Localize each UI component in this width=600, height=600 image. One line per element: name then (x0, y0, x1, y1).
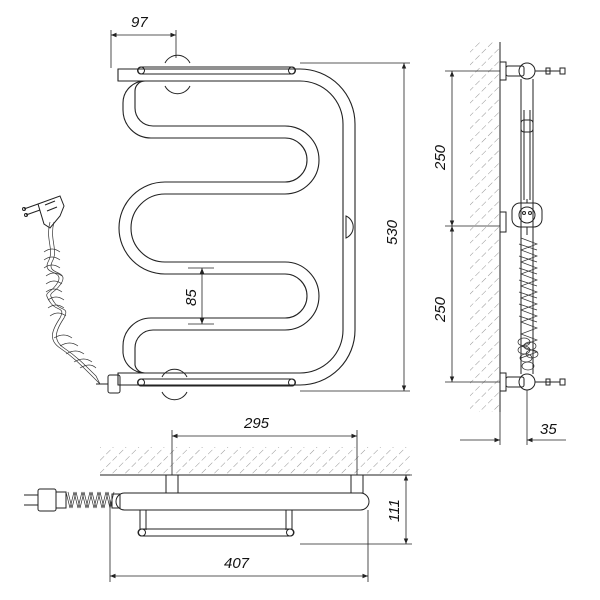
side-socket-icon (511, 199, 543, 235)
side-coil (518, 237, 538, 359)
serpentine-pipe (117, 68, 356, 386)
dim-295: 295 (171, 415, 358, 475)
dim-295-label: 295 (243, 415, 270, 432)
side-mount (345, 215, 354, 239)
top-plug-icon (24, 488, 67, 512)
dim-35: 35 (460, 390, 566, 445)
top-wall-hatch (100, 447, 410, 475)
dim-530: 530 (300, 62, 410, 392)
top-rail (137, 54, 296, 95)
side-wall-hatch (470, 42, 500, 412)
bottom-rail (137, 368, 296, 401)
top-mounts (165, 474, 364, 494)
plug-icon (22, 195, 65, 229)
dim-407: 407 (109, 500, 369, 582)
side-view: 250 250 35 (432, 42, 566, 445)
dim-111: 111 (300, 474, 412, 545)
dim-250-lower-label: 250 (432, 296, 449, 323)
dim-250-pair: 250 250 (432, 70, 500, 383)
dim-530-label: 530 (384, 219, 401, 245)
coiled-cable (43, 221, 101, 385)
dim-250-upper-label: 250 (432, 144, 449, 171)
dim-97: 97 (110, 14, 177, 68)
dim-85: 85 (183, 267, 214, 325)
dim-407-label: 407 (224, 555, 250, 572)
top-pipe (115, 492, 370, 537)
dim-35-label: 35 (540, 421, 557, 438)
top-coil (65, 491, 121, 509)
dim-85-label: 85 (183, 289, 200, 306)
top-view: 295 111 407 (24, 415, 412, 582)
dim-111-label: 111 (386, 499, 403, 522)
front-view: 97 530 85 (22, 14, 410, 401)
side-coil-loops (517, 337, 539, 371)
dim-97-label: 97 (131, 14, 148, 31)
heater-connector (96, 374, 121, 394)
